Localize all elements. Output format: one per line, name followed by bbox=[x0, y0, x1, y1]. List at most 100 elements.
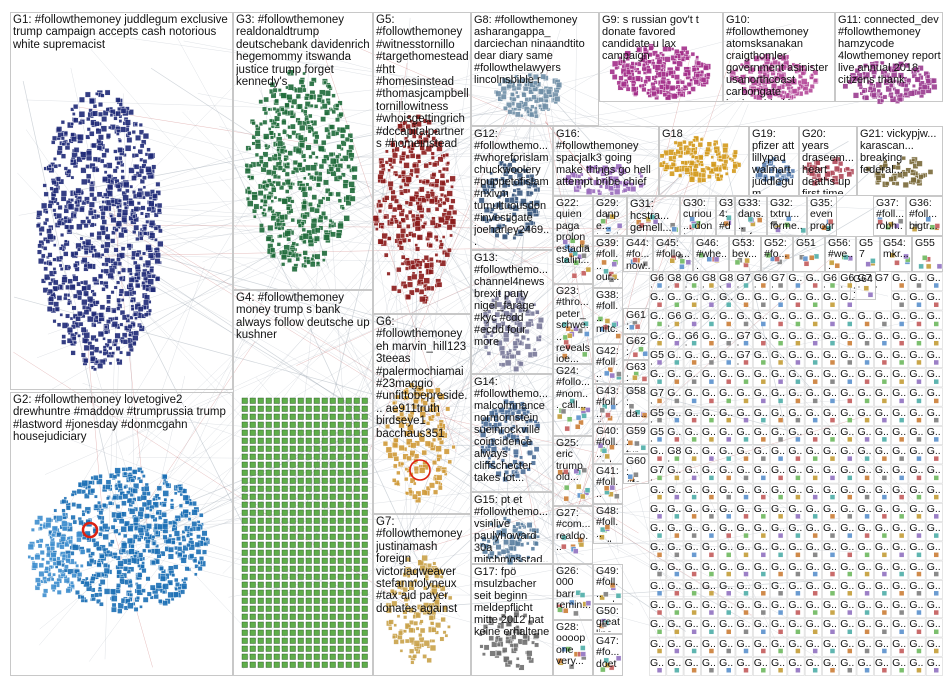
graph-node bbox=[656, 58, 663, 65]
graph-node bbox=[313, 509, 320, 516]
graph-node bbox=[496, 194, 502, 199]
graph-node bbox=[56, 295, 63, 301]
graph-node bbox=[643, 79, 649, 84]
graph-edge bbox=[117, 118, 516, 533]
graph-node bbox=[113, 285, 118, 290]
graph-node bbox=[418, 134, 423, 139]
graph-edge bbox=[390, 174, 409, 554]
graph-node bbox=[46, 577, 51, 582]
graph-node bbox=[61, 276, 68, 283]
graph-node bbox=[521, 306, 526, 310]
graph-node bbox=[335, 103, 340, 108]
graph-node bbox=[273, 517, 280, 524]
graph-node bbox=[498, 617, 503, 622]
graph-node bbox=[52, 270, 57, 275]
graph-node bbox=[513, 611, 520, 618]
graph-node bbox=[52, 561, 57, 566]
group-box bbox=[553, 364, 593, 436]
graph-node bbox=[171, 540, 176, 545]
graph-node bbox=[321, 637, 328, 644]
graph-node bbox=[273, 421, 280, 428]
graph-node bbox=[265, 445, 272, 452]
graph-node bbox=[497, 82, 502, 87]
graph-edge bbox=[314, 26, 457, 452]
graph-node bbox=[259, 223, 264, 228]
graph-node bbox=[419, 145, 425, 151]
graph-node bbox=[394, 146, 400, 152]
graph-node bbox=[258, 121, 264, 127]
graph-node bbox=[533, 200, 540, 207]
graph-node bbox=[531, 527, 537, 533]
graph-node bbox=[494, 311, 501, 318]
graph-node bbox=[689, 78, 693, 82]
graph-node bbox=[289, 493, 296, 500]
group-box bbox=[471, 126, 553, 250]
graph-node bbox=[501, 223, 506, 228]
graph-node bbox=[787, 66, 792, 71]
graph-node bbox=[105, 306, 111, 313]
graph-node bbox=[146, 591, 152, 597]
graph-node bbox=[337, 477, 344, 484]
graph-node bbox=[273, 541, 280, 548]
graph-node bbox=[748, 76, 755, 83]
graph-node bbox=[57, 163, 62, 168]
graph-node bbox=[671, 93, 678, 100]
graph-node bbox=[115, 504, 121, 509]
graph-node bbox=[265, 485, 272, 492]
graph-node bbox=[105, 479, 112, 486]
graph-node bbox=[424, 440, 431, 447]
graph-node bbox=[62, 512, 66, 517]
graph-node bbox=[305, 397, 312, 404]
graph-node bbox=[510, 307, 516, 313]
graph-node bbox=[273, 437, 280, 444]
graph-node bbox=[313, 517, 320, 524]
graph-node bbox=[273, 637, 280, 644]
graph-node bbox=[157, 496, 161, 501]
graph-node bbox=[128, 508, 136, 515]
graph-node bbox=[305, 597, 312, 604]
graph-node bbox=[117, 532, 122, 536]
graph-node bbox=[86, 510, 91, 515]
graph-node bbox=[289, 637, 296, 644]
graph-node bbox=[66, 301, 71, 306]
graph-node bbox=[90, 334, 97, 341]
graph-node bbox=[309, 103, 314, 108]
graph-node bbox=[113, 116, 118, 121]
graph-node bbox=[739, 62, 744, 67]
graph-node bbox=[431, 437, 437, 442]
graph-node bbox=[276, 148, 280, 152]
graph-node bbox=[375, 227, 379, 231]
graph-edge bbox=[80, 241, 554, 527]
graph-node bbox=[361, 485, 368, 492]
graph-node bbox=[506, 558, 514, 566]
graph-node bbox=[98, 350, 103, 354]
graph-node bbox=[70, 132, 76, 137]
graph-node bbox=[153, 212, 159, 218]
graph-node bbox=[401, 592, 406, 597]
graph-node bbox=[434, 206, 440, 212]
graph-node bbox=[304, 105, 308, 110]
graph-node bbox=[321, 653, 328, 660]
graph-node bbox=[94, 359, 99, 364]
graph-node bbox=[119, 350, 124, 355]
graph-node bbox=[353, 613, 360, 620]
graph-node bbox=[65, 313, 70, 319]
graph-node bbox=[385, 607, 392, 614]
graph-node bbox=[241, 485, 248, 492]
graph-node bbox=[318, 145, 325, 152]
graph-node bbox=[61, 142, 66, 147]
graph-edge bbox=[137, 217, 387, 455]
graph-node bbox=[313, 645, 320, 652]
graph-node bbox=[130, 307, 135, 311]
graph-edge bbox=[392, 579, 834, 610]
graph-node bbox=[249, 413, 256, 420]
graph-node bbox=[313, 629, 320, 636]
graph-node bbox=[106, 496, 110, 501]
graph-node bbox=[406, 569, 410, 574]
graph-node bbox=[483, 644, 490, 651]
graph-node bbox=[50, 577, 55, 582]
graph-node bbox=[882, 94, 888, 100]
graph-node bbox=[140, 470, 144, 474]
graph-node bbox=[173, 530, 180, 537]
graph-node bbox=[263, 133, 270, 140]
